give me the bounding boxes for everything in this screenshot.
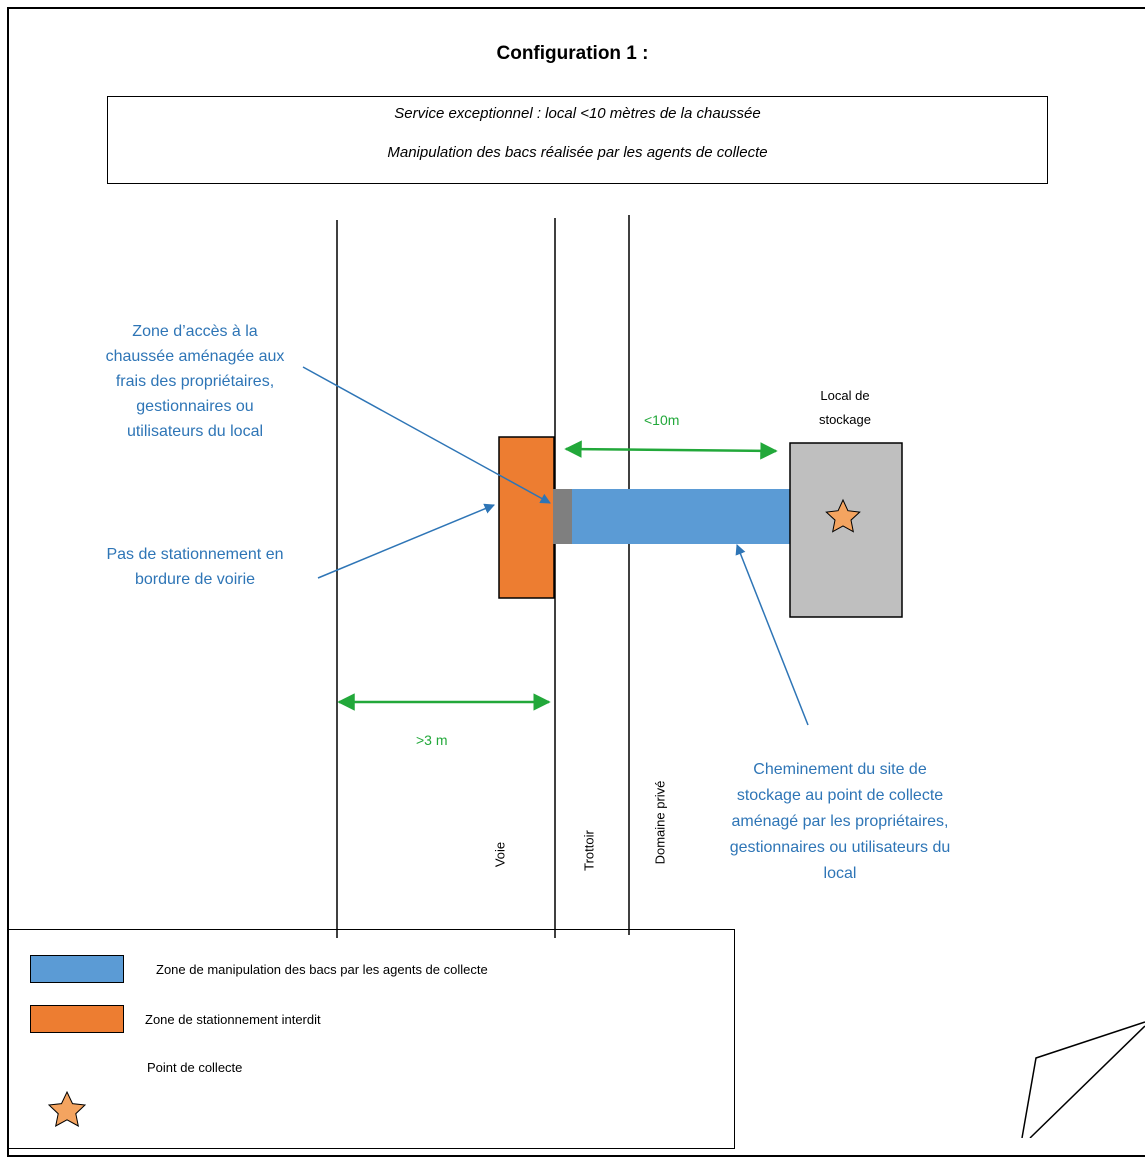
lt10m-label: <10m	[644, 412, 680, 428]
subtitle-line-1: Service exceptionnel : local <10 mètres …	[394, 105, 761, 122]
cheminement-label: Cheminement du site de stockage au point…	[729, 761, 951, 882]
subtitle-line-2: Manipulation des bacs réalisée par les a…	[387, 144, 768, 161]
trottoir-label: Trottoir	[581, 830, 597, 871]
legend-manip-swatch	[30, 955, 124, 983]
page-curl	[1020, 1020, 1145, 1138]
cheminement-arrow	[735, 544, 809, 726]
pas-stationnement-arrow	[317, 503, 495, 579]
access-zone	[553, 489, 572, 544]
gt3m-label: >3 m	[416, 732, 448, 748]
legend-manip-label: Zone de manipulation des bacs par les ag…	[156, 962, 488, 977]
legend-noparking-label: Zone de stationnement interdit	[145, 1012, 321, 1027]
zone-acces-arrow	[302, 366, 551, 504]
page-curl-outline	[1021, 1021, 1145, 1138]
local-stockage-label: Local de stockage	[818, 388, 872, 427]
star-icon	[825, 498, 861, 533]
no-parking-zone	[498, 436, 555, 599]
lt10m-arrow	[564, 440, 778, 460]
domaine-label: Domaine privé	[652, 780, 668, 865]
pas-stationnement-label: Pas de stationnement en bordure de voiri…	[106, 546, 284, 588]
legend-star-icon	[47, 1090, 87, 1127]
storage-building	[789, 442, 903, 618]
zone-acces-label: Zone d’accès à la chaussée aménagée aux …	[105, 323, 285, 440]
page-curl-fold	[1029, 1025, 1145, 1138]
voie-label: Voie	[492, 841, 508, 868]
page-title: Configuration 1 :	[496, 43, 649, 64]
legend-noparking-swatch	[30, 1005, 124, 1033]
legend-point-label: Point de collecte	[147, 1060, 243, 1075]
manipulation-zone	[555, 489, 791, 544]
legend-box: Zone de manipulation des bacs par les ag…	[7, 929, 735, 1149]
subtitle-box: Service exceptionnel : local <10 mètres …	[107, 96, 1048, 184]
